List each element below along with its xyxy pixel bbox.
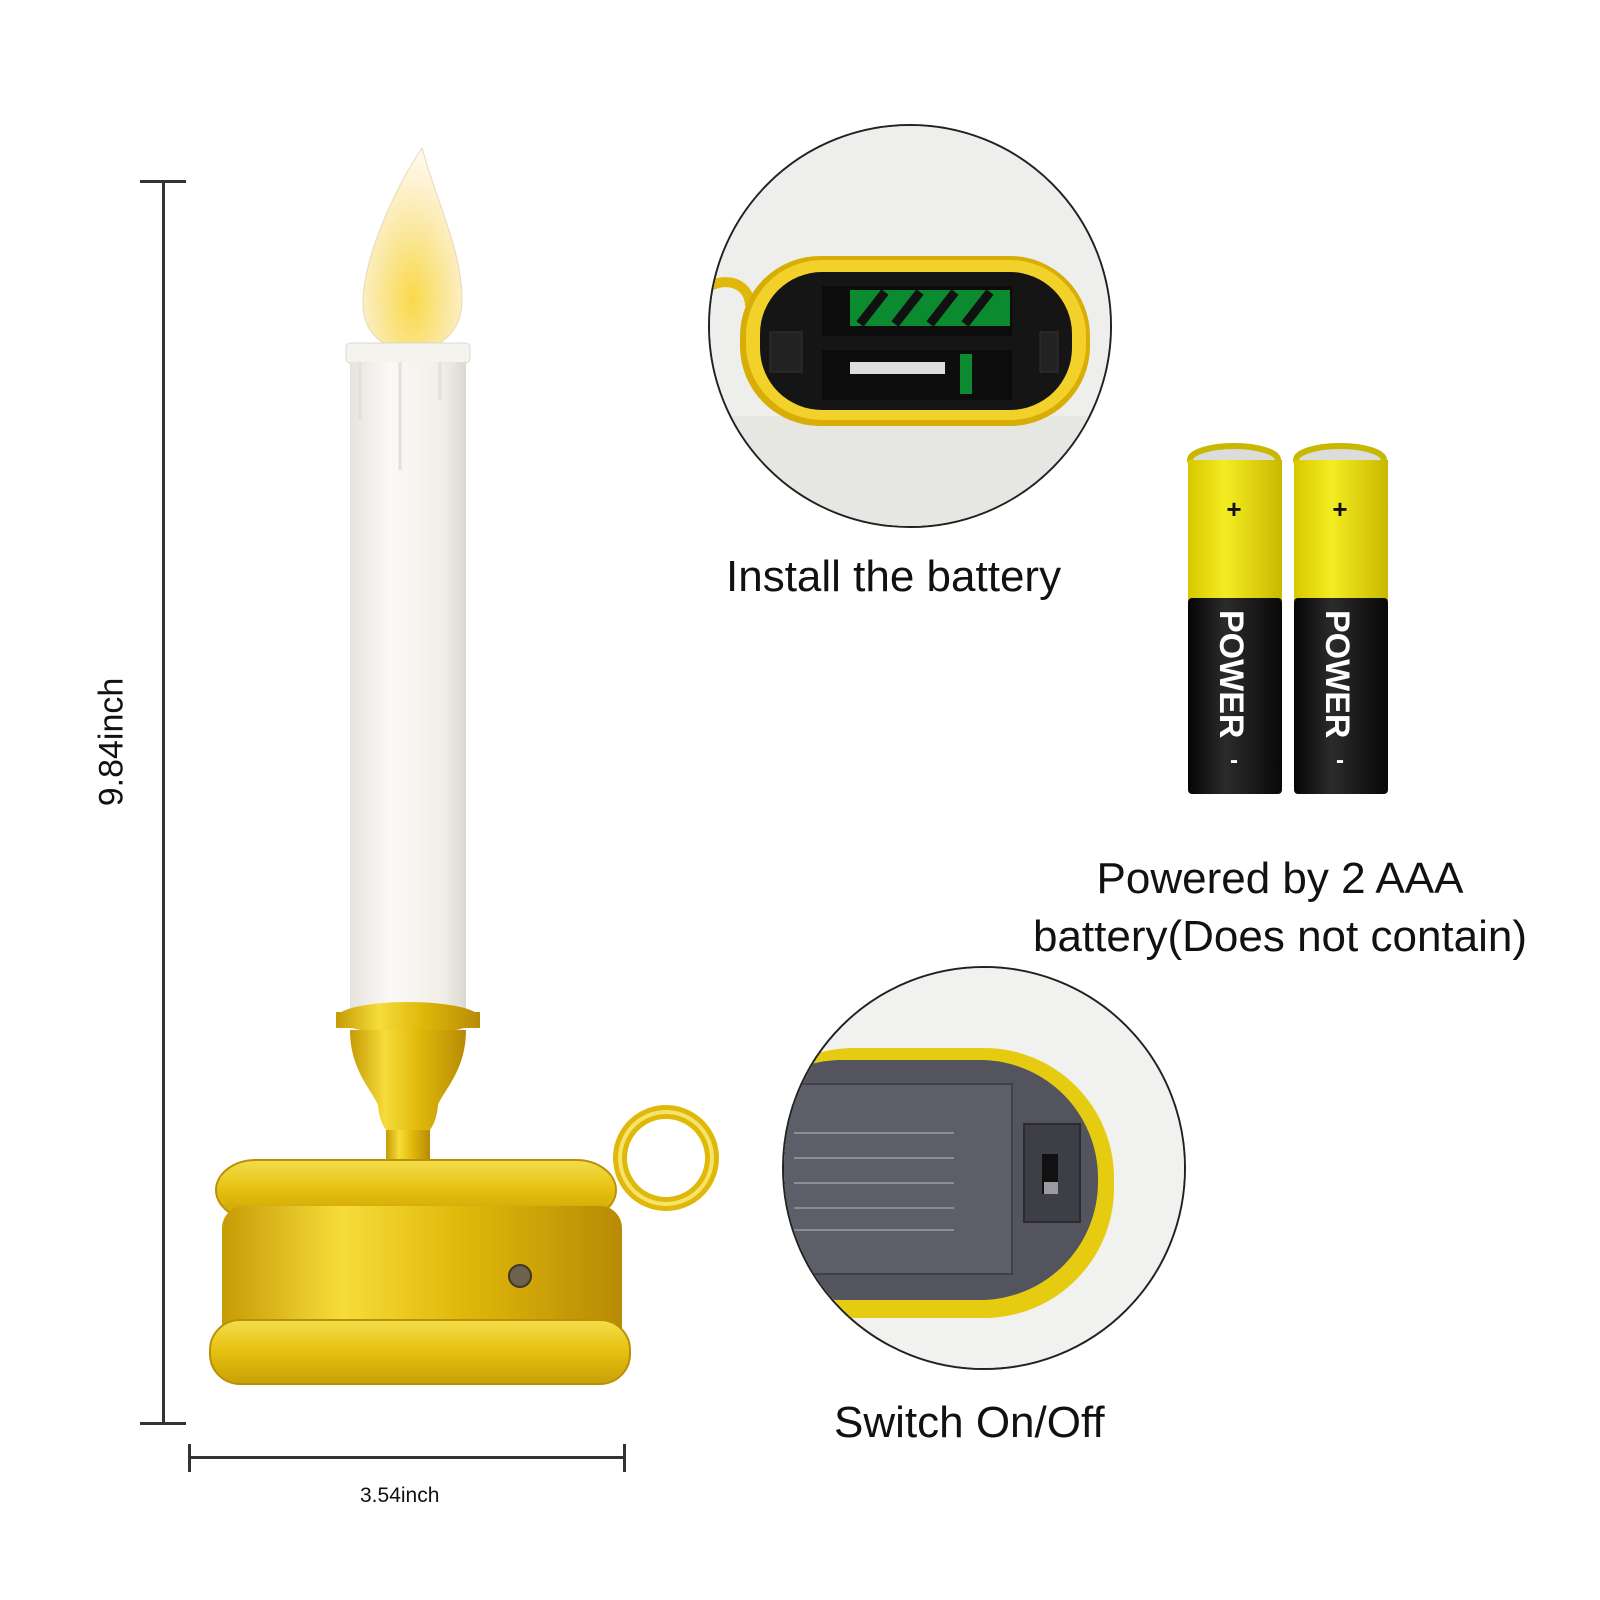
switch-photo [782, 966, 1186, 1370]
candle-product-image [200, 140, 740, 1400]
candle-illustration [209, 146, 719, 1385]
width-dim-line [188, 1456, 626, 1459]
svg-text:POWER: POWER [1318, 610, 1356, 738]
height-label: 9.84inch [92, 677, 131, 807]
height-dim-line [162, 180, 165, 1425]
battery-compartment-photo [708, 124, 1112, 528]
battery-1: + - POWER [1187, 443, 1282, 794]
svg-text:+: + [1226, 494, 1241, 524]
power-caption: Powered by 2 AAA battery(Does not contai… [1000, 850, 1560, 966]
svg-text:-: - [1230, 747, 1238, 774]
height-dim-bottom-cap [140, 1422, 186, 1425]
aaa-batteries-image: + - POWER + - POWER [1182, 438, 1396, 800]
width-label: 3.54inch [360, 1484, 440, 1507]
power-caption-line1: Powered by 2 AAA [1096, 854, 1464, 903]
switch-caption: Switch On/Off [834, 1398, 1105, 1447]
svg-text:+: + [1332, 494, 1347, 524]
flame-icon [362, 146, 463, 351]
batteries-illustration: + - POWER + - POWER [1187, 443, 1388, 794]
install-battery-caption: Install the battery [726, 552, 1062, 601]
svg-text:-: - [1336, 747, 1344, 774]
switch-illustration [784, 968, 1184, 1368]
width-dim-right-cap [623, 1444, 626, 1472]
battery-2: + - POWER [1293, 443, 1388, 794]
svg-text:POWER: POWER [1212, 610, 1250, 738]
battery-compartment-illustration [710, 126, 1110, 526]
power-caption-line2: battery(Does not contain) [1032, 912, 1528, 961]
light-sensor-icon [508, 1264, 532, 1288]
